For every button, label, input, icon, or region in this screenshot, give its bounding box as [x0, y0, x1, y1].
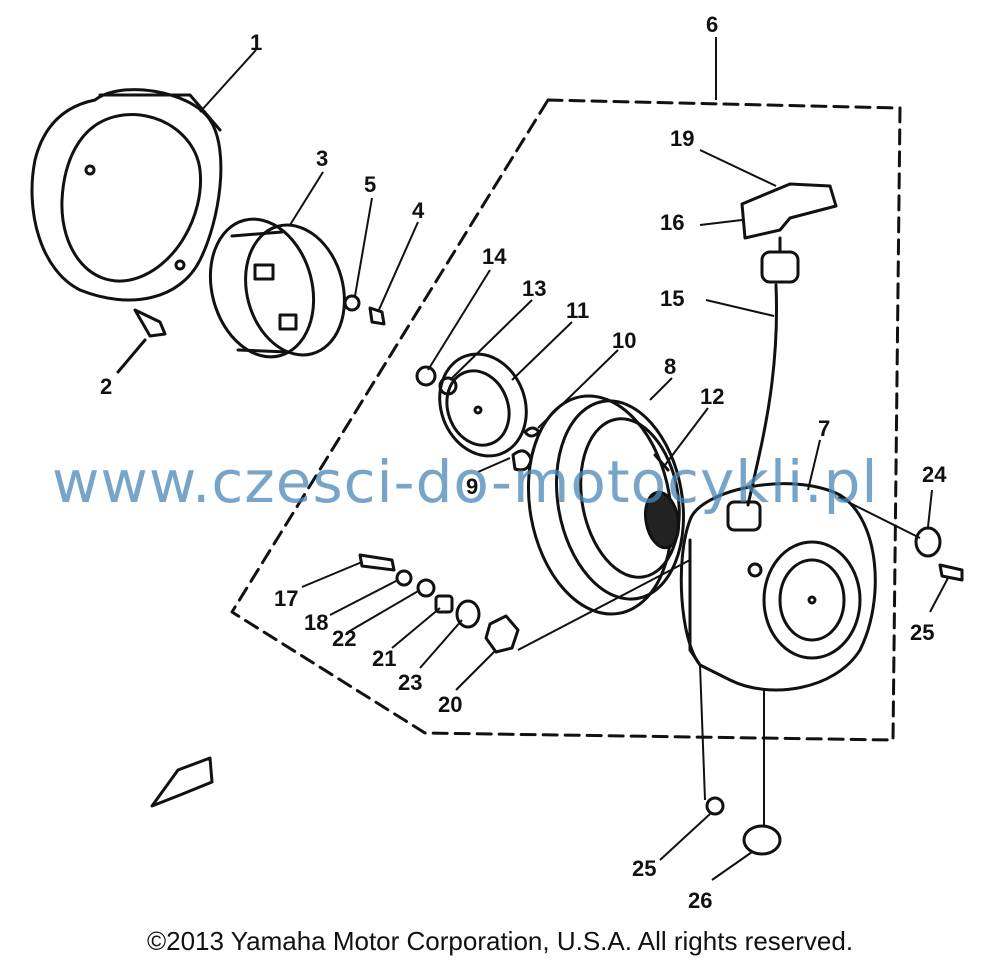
leader-lines — [199, 37, 949, 881]
assembly-boundary — [230, 98, 902, 742]
callout-16: 16 — [660, 210, 684, 235]
rope-part-15 — [746, 283, 778, 507]
nut-part-20 — [484, 614, 520, 654]
callout-26: 26 — [688, 888, 712, 913]
spacer-part-24 — [914, 526, 942, 558]
callout-11: 11 — [566, 298, 589, 323]
nut-part-14 — [415, 365, 437, 387]
collar-part-21 — [434, 594, 454, 614]
callout-20: 20 — [438, 692, 462, 717]
callout-19: 19 — [670, 126, 694, 151]
watermark-text: www.czesci-do-motocykli.pl — [52, 448, 879, 516]
copyright-notice: ©2013 Yamaha Motor Corporation, U.S.A. A… — [146, 926, 854, 956]
cap-part-26 — [742, 824, 782, 856]
callout-4: 4 — [412, 198, 425, 223]
callout-17: 17 — [274, 586, 298, 611]
spring-part-10 — [523, 426, 541, 438]
bolt-part-4 — [368, 306, 386, 326]
bolt-part-17 — [358, 553, 396, 572]
callout-18: 18 — [304, 610, 328, 635]
fwd-arrow-icon — [150, 756, 214, 808]
callout-12: 12 — [700, 384, 724, 409]
bushing-part-23 — [455, 599, 481, 629]
friction-plate-part-11 — [438, 352, 528, 458]
callout-10: 10 — [612, 328, 636, 353]
screw-part-25-bottom — [705, 796, 725, 816]
callout-6: 6 — [706, 12, 718, 37]
callout-labels: 1 2 3 4 5 6 7 8 9 10 11 12 13 14 15 16 1… — [100, 12, 947, 913]
pulley-part-3 — [208, 217, 346, 359]
callout-15: 15 — [660, 286, 684, 311]
callout-14: 14 — [482, 244, 507, 269]
callout-5: 5 — [364, 172, 376, 197]
callout-23: 23 — [398, 670, 422, 695]
callout-25-bottom: 25 — [632, 856, 656, 881]
callout-9: 9 — [466, 474, 478, 499]
callout-1: 1 — [250, 30, 262, 55]
callout-21: 21 — [372, 646, 396, 671]
cover-housing-part — [30, 88, 223, 302]
callout-3: 3 — [316, 146, 328, 171]
washer-part-22 — [416, 578, 436, 598]
screw-part-25-right — [938, 563, 964, 582]
callout-8: 8 — [664, 354, 676, 379]
washer-part-18 — [395, 569, 413, 587]
pin-part-12 — [653, 453, 670, 472]
callout-24: 24 — [922, 462, 947, 487]
callout-22: 22 — [332, 626, 356, 651]
callout-7: 7 — [818, 416, 830, 441]
screw-part-2 — [116, 308, 167, 374]
washer-part-5 — [343, 294, 361, 312]
callout-13: 13 — [522, 276, 546, 301]
starter-case-part-7 — [679, 482, 877, 692]
callout-2: 2 — [100, 374, 112, 399]
callout-25-right: 25 — [910, 620, 934, 645]
reel-drum-part-8 — [526, 394, 685, 616]
handle-part-16 — [740, 182, 838, 284]
